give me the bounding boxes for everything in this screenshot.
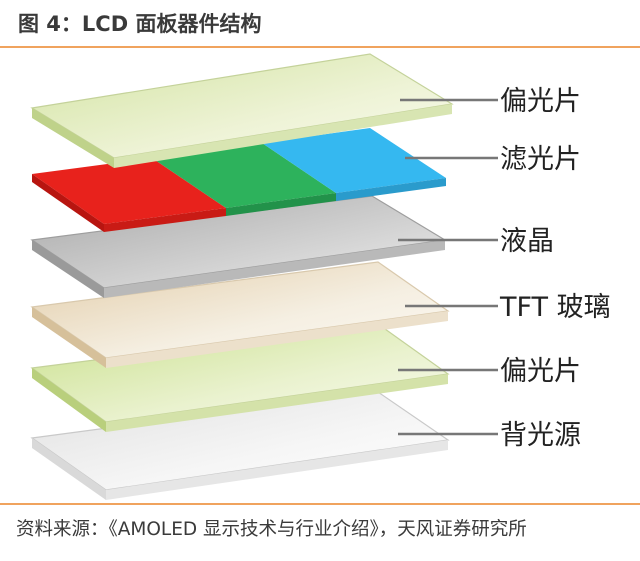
layer-tft-glass <box>30 261 450 368</box>
label-tft-glass: TFT 玻璃 <box>499 292 611 323</box>
filter-green-segment <box>152 143 336 208</box>
label-polarizer-bottom: 偏光片 <box>500 356 581 387</box>
label-liquid-crystal: 液晶 <box>500 226 554 257</box>
figure-title: 图 4：LCD 面板器件结构 <box>18 12 262 36</box>
source-note: 资料来源：《AMOLED 显示技术与行业介绍》，天风证券研究所 <box>16 519 527 540</box>
filter-blue-segment <box>262 128 446 193</box>
label-color-filter: 滤光片 <box>500 144 581 175</box>
layer-backlight <box>30 391 450 500</box>
source-divider <box>0 503 640 505</box>
layer-color-filter <box>32 128 446 232</box>
label-polarizer-top: 偏光片 <box>500 86 581 117</box>
layer-polarizer-top <box>30 53 454 168</box>
leader-lines <box>398 98 498 436</box>
label-backlight: 背光源 <box>500 420 581 451</box>
title-divider <box>0 46 640 48</box>
lcd-layer-diagram: 偏光片 滤光片 液晶 TFT 玻璃 偏光片 背光源 <box>30 53 611 500</box>
filter-red-segment <box>32 158 226 224</box>
